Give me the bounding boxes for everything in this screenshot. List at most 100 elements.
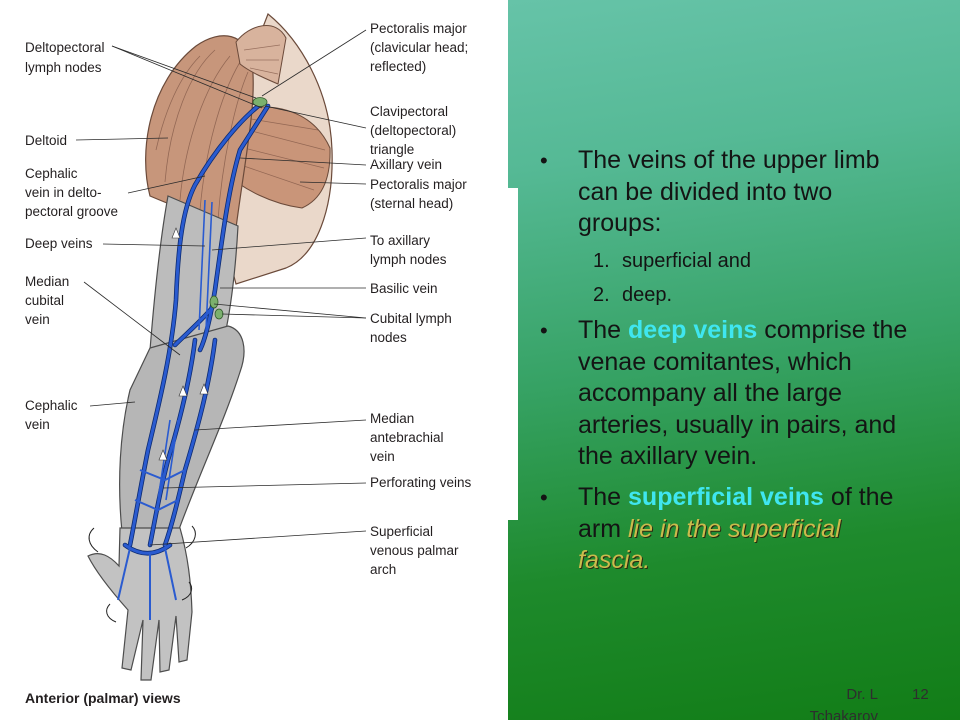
bullet-line: The veins of the upper limb [578, 146, 880, 174]
basilic-vein-path [198, 104, 270, 352]
groups-sub-list: 1. superficial and 2.deep. [593, 244, 751, 312]
upper-limb-veins-illustration: Deltopectoral lymph nodes Deltoid Cephal… [25, 13, 472, 706]
leader-line-cephalic-vein [89, 401, 136, 407]
deltopectoral-node [252, 97, 268, 107]
bullet-deep-veins: • The deep veins comprise the venae comi… [540, 315, 907, 473]
bullet-line: The deep veins comprise the [578, 315, 907, 347]
label-line: Cephalic [25, 166, 78, 181]
cephalic-vein-path [128, 101, 264, 547]
curved-arrow [181, 581, 193, 601]
leader-line-pectoralis-clavicular [261, 29, 367, 97]
hand-veins [117, 469, 186, 620]
bullet-line: can be divided into two [578, 177, 833, 206]
leader-line-cubital-nodes [221, 313, 367, 319]
bullet-line: fascia. [578, 545, 893, 577]
label-deep-veins: Deep veins [25, 236, 93, 251]
label-line: antebrachial [370, 430, 444, 445]
curved-arrow [185, 525, 196, 549]
leader-line-deltoid [75, 137, 169, 141]
leader-line-axillary-vein [239, 157, 367, 166]
label-line: Perforating veins [370, 475, 472, 490]
curved-arrow [88, 527, 99, 553]
sub-list-item: 1. superficial and [593, 244, 751, 278]
bullet-dot: • [540, 148, 548, 173]
flow-arrow [158, 449, 168, 461]
label-line: vein [370, 449, 395, 464]
veins [123, 101, 270, 555]
forearm [119, 325, 245, 533]
sub-list-item: 2.deep. [593, 278, 751, 312]
label-line: Cubital lymph [370, 311, 452, 326]
leader-line-cephalic-groove [127, 175, 206, 194]
figure-caption: Anterior (palmar) views [25, 690, 181, 706]
leader-line-median-antebrachial [194, 419, 367, 431]
leader-line-deltopectoral [111, 45, 263, 109]
hand [87, 527, 193, 681]
cubital-node [209, 295, 219, 309]
leader-line-clavipectoral [264, 105, 367, 129]
deltoid-muscle [145, 35, 254, 229]
bullet-dot: • [540, 485, 548, 510]
label-line: venous palmar [370, 543, 459, 558]
text-segment: of the [823, 483, 894, 511]
label-line: vein in delto- [25, 185, 102, 200]
label-cephalic-groove: Cephalic vein in delto- pectoral groove [25, 166, 118, 219]
label-line: Cephalic [25, 398, 78, 413]
label-cubital-nodes: Cubital lymph nodes [370, 311, 452, 345]
forearm-vein-path [163, 338, 217, 547]
label-line: (deltopectoral) [370, 123, 456, 138]
label-line: Deep veins [25, 236, 93, 251]
label-line: Median [25, 274, 69, 289]
label-line: (clavicular head; [370, 40, 468, 55]
leader-line-pectoralis-sternal [299, 181, 367, 185]
label-pectoralis-sternal: Pectoralis major (sternal head) [370, 177, 467, 211]
label-basilic-vein: Basilic vein [370, 281, 438, 296]
bullet-dot: • [540, 318, 548, 343]
label-to-axillary-nodes: To axillary lymph nodes [370, 233, 447, 267]
label-pectoralis-clavicular: Pectoralis major (clavicular head; refle… [370, 21, 468, 74]
text-segment: arm [578, 514, 628, 543]
footer-author: Dr. L Tchakarov [809, 686, 878, 720]
sub-list-text: deep. [622, 284, 673, 306]
label-line: arch [370, 562, 396, 577]
label-line: Clavipectoral [370, 104, 448, 119]
leader-line-median-cubital [83, 281, 181, 356]
label-line: lymph nodes [25, 60, 102, 75]
label-deltopectoral-lymph-nodes: Deltopectoral lymph nodes [25, 40, 105, 75]
bullet-line: arteries, usually in pairs, and [578, 410, 897, 439]
bullet-text: The superficial veins of the arm lie in … [578, 482, 893, 577]
figure-white-strip [505, 188, 518, 520]
sub-list-number: 1. [593, 250, 610, 272]
emphasis-superficial-fascia: lie in the superficial [628, 514, 841, 543]
green-text-panel [508, 0, 960, 720]
label-line: Deltopectoral [25, 40, 105, 55]
flow-arrow [171, 227, 181, 239]
leader-line-cubital-nodes [213, 303, 367, 319]
label-line: vein [25, 417, 50, 432]
bullet-text: The deep veins comprise the venae comita… [578, 315, 907, 473]
label-deltoid: Deltoid [25, 133, 67, 148]
median-antebrachial-vein-path [148, 338, 197, 547]
label-line: vein [25, 312, 50, 327]
leader-line-to-axillary [211, 237, 367, 251]
label-axillary-vein: Axillary vein [370, 157, 442, 172]
label-line: triangle [370, 142, 414, 157]
label-cephalic-vein: Cephalic vein [25, 398, 78, 432]
flow-arrow [199, 383, 209, 395]
bullet-line: arm lie in the superficial [578, 514, 893, 546]
palmar-arch-path [123, 543, 172, 555]
leader-lines [75, 29, 367, 546]
bullet-line: accompany all the large [578, 379, 843, 407]
text-segment: comprise the [757, 316, 908, 344]
label-line: (sternal head) [370, 196, 453, 211]
leader-line-deep-veins [102, 243, 206, 247]
clavicular-head-fibers [243, 44, 281, 75]
bullet-text: The veins of the upper limb can be divid… [578, 145, 880, 240]
bullet-line: venae comitantes, which [578, 347, 852, 376]
label-line: Pectoralis major [370, 21, 467, 36]
bullet-superficial-veins: • The superficial veins of the arm lie i… [540, 482, 893, 577]
text-segment: The [578, 483, 629, 511]
highlight-deep-veins: deep veins [628, 316, 758, 344]
sub-list-text: superficial and [622, 250, 751, 272]
label-line: To axillary [370, 233, 430, 248]
